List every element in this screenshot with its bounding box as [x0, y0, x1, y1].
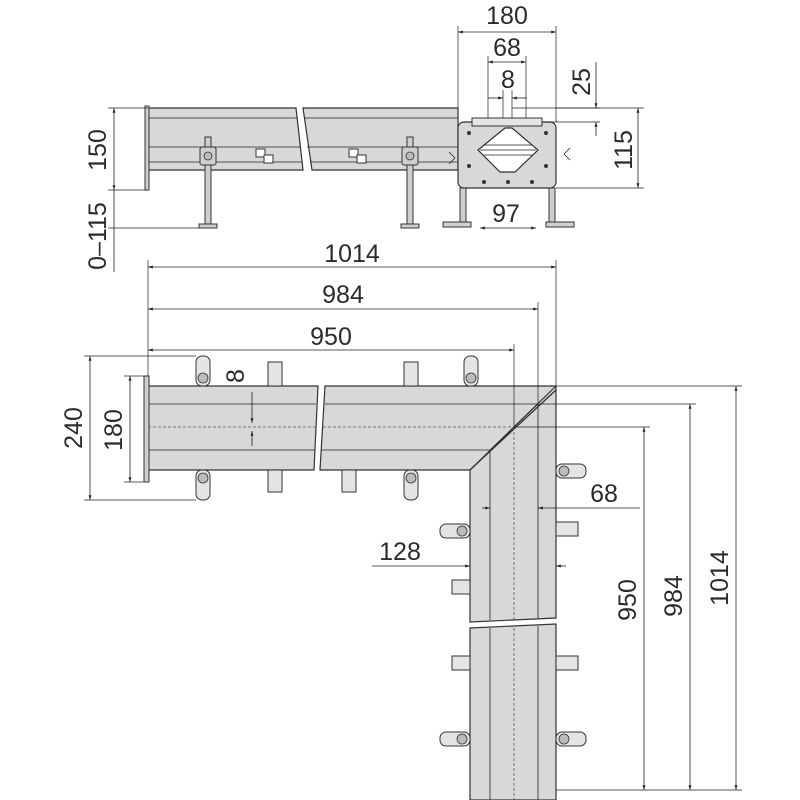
dim-984-h: 984: [148, 281, 539, 404]
dim-950-h: 950: [148, 323, 515, 427]
dim-0-115: 0–115: [84, 190, 200, 272]
dim-8-plan: 8: [222, 369, 254, 446]
dim-950-v: 950: [514, 426, 650, 791]
dim-1014-h: 1014: [147, 240, 557, 386]
dim-text-180: 180: [486, 2, 528, 30]
dim-text-25: 25: [568, 68, 596, 96]
channel-side-right: [302, 107, 459, 171]
side-view: 180 68 8 25 115: [84, 2, 644, 272]
dim-text-8: 8: [501, 66, 515, 94]
dim-180-plan: 180: [100, 375, 144, 483]
plan-view: 1014 984 950 240 180 8: [60, 240, 742, 800]
dim-text-240: 240: [60, 407, 88, 449]
dim-text-950-v: 950: [614, 579, 642, 621]
horizontal-channel: [143, 375, 557, 483]
dim-text-180-plan: 180: [100, 409, 128, 451]
dim-text-128: 128: [379, 538, 421, 566]
dim-text-68-plan: 68: [590, 480, 618, 508]
dim-68-plan: 68: [482, 480, 640, 510]
dim-984-v: 984: [538, 403, 696, 791]
channel-side-left: [147, 107, 304, 171]
dim-115-side: 115: [556, 107, 644, 189]
side-clips: [255, 148, 367, 164]
plan-end-plate: [143, 375, 150, 483]
dim-text-984-v: 984: [660, 575, 688, 617]
dim-text-97: 97: [492, 200, 520, 228]
dim-text-1014-v: 1014: [706, 550, 734, 606]
adjustable-foot-right: [400, 136, 420, 229]
dim-8: 8: [488, 66, 527, 118]
dim-128: 128: [372, 538, 566, 568]
bracket-group-horizontal: [195, 355, 479, 501]
dim-68: 68: [487, 34, 527, 118]
dim-text-68: 68: [493, 34, 521, 62]
outlet-box: [442, 117, 575, 228]
dim-text-150: 150: [84, 129, 112, 171]
dim-text-984-h: 984: [322, 281, 364, 309]
dim-150: 150: [84, 107, 148, 191]
dim-text-8-plan: 8: [222, 369, 250, 383]
dim-1014-v: 1014: [556, 385, 742, 791]
dim-text-0-115: 0–115: [84, 202, 112, 270]
dim-240: 240: [60, 355, 196, 501]
dim-180: 180: [457, 2, 557, 122]
dim-text-950-h: 950: [310, 323, 352, 351]
dim-text-115: 115: [610, 130, 638, 170]
side-end-plate: [144, 105, 150, 191]
dim-text-1014-h: 1014: [324, 240, 380, 268]
bracket-group-vertical: [439, 463, 587, 747]
dim-97: 97: [480, 200, 536, 230]
vertical-channel: [469, 385, 557, 800]
adjustable-foot-left: [198, 136, 218, 229]
